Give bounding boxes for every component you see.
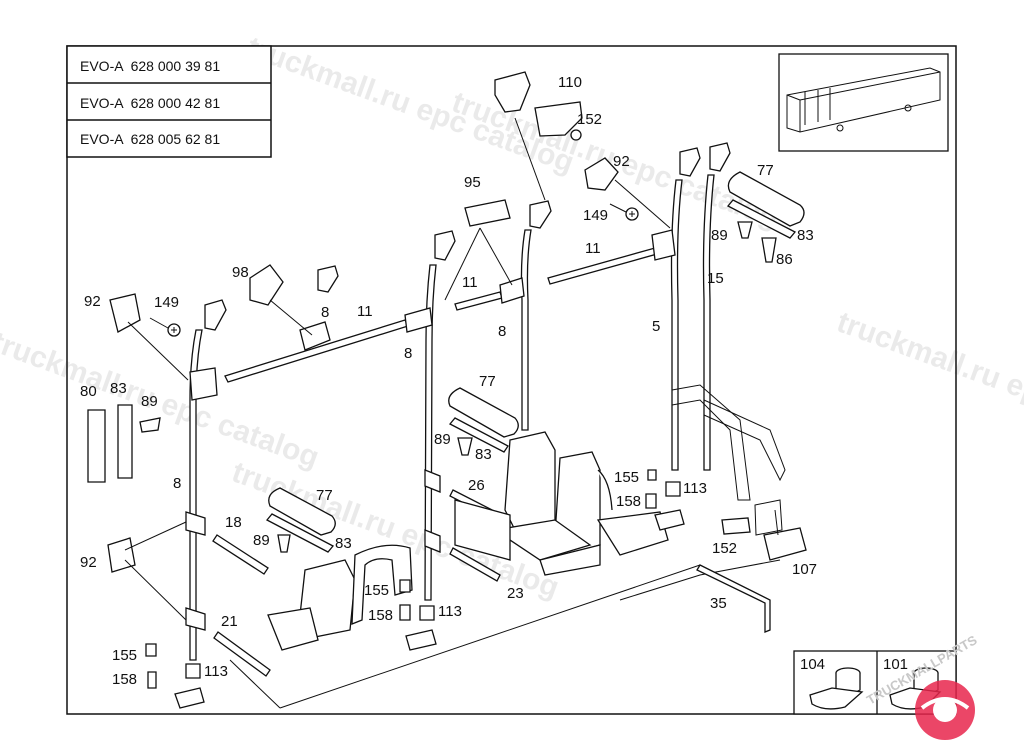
hardware [139,129,807,709]
bus-thumbnail [778,53,949,152]
part-label: 158 [112,671,137,688]
part-label: 113 [683,480,707,497]
part-label: 23 [507,585,524,602]
part-label: 77 [479,373,496,390]
part-label: 152 [712,540,737,557]
part-label: 158 [368,607,393,624]
part-label: 98 [232,264,249,281]
part-label: 21 [221,613,238,630]
part-label: 83 [335,535,352,552]
reference-row: EVO-A 628 000 42 81 [80,95,220,111]
vertical-poles [189,174,786,661]
part-label: 155 [364,582,389,599]
part-label: 92 [84,293,101,310]
part-label: 89 [253,532,270,549]
part-label: 26 [468,477,485,494]
seats [267,431,669,651]
cylinder-parts [87,171,805,553]
part-label: 5 [652,318,660,335]
part-label: 77 [757,162,774,179]
part-label: 113 [204,663,228,680]
reference-row: EVO-A 628 000 39 81 [80,58,220,74]
part-label: 8 [321,304,329,321]
part-label: 11 [357,303,373,320]
part-label: 18 [225,514,242,531]
watermark-text: truckmall.ru epc catalog [833,306,1024,455]
part-label: 86 [776,251,793,268]
part-label: 155 [112,647,137,664]
part-label: 89 [711,227,728,244]
part-label: 101 [883,656,908,673]
part-label: 110 [558,74,582,91]
watermark-text: truckmall.ru epc catalog [0,326,323,475]
part-label: 8 [498,323,506,340]
part-label: 152 [577,111,602,128]
reference-row: EVO-A 628 005 62 81 [80,131,220,147]
part-label: 113 [438,603,462,620]
part-label: 149 [154,294,179,311]
reference-table: EVO-A 628 000 39 81 EVO-A 628 000 42 81 … [66,45,272,158]
part-label: 92 [613,153,630,170]
part-labels: 110 152 92 77 95 149 89 83 86 11 15 98 8… [80,74,908,688]
part-label: 11 [585,240,601,257]
part-label: 11 [462,274,478,291]
part-label: 89 [141,393,158,410]
part-label: 35 [710,595,727,612]
part-label: 149 [583,207,608,224]
watermark-text: truckmall.ru epc catalog [243,31,579,180]
pole-clamps [204,71,731,331]
part-label: 8 [173,475,181,492]
part-label: 89 [434,431,451,448]
part-label: 83 [475,446,492,463]
part-label: 83 [110,380,127,397]
connectors [107,199,676,631]
part-label: 15 [707,270,724,287]
diagram-frame [66,45,957,715]
floor-outline [229,559,781,709]
part-label: 92 [80,554,97,571]
leader-lines [124,117,779,621]
part-label: 77 [316,487,333,504]
part-label: 158 [616,493,641,510]
part-label: 80 [80,383,97,400]
part-label: 107 [792,561,817,578]
part-label: 8 [404,345,412,362]
part-label: 155 [614,469,639,486]
part-label: 83 [797,227,814,244]
part-label: 104 [800,656,825,673]
part-label: 95 [464,174,481,191]
